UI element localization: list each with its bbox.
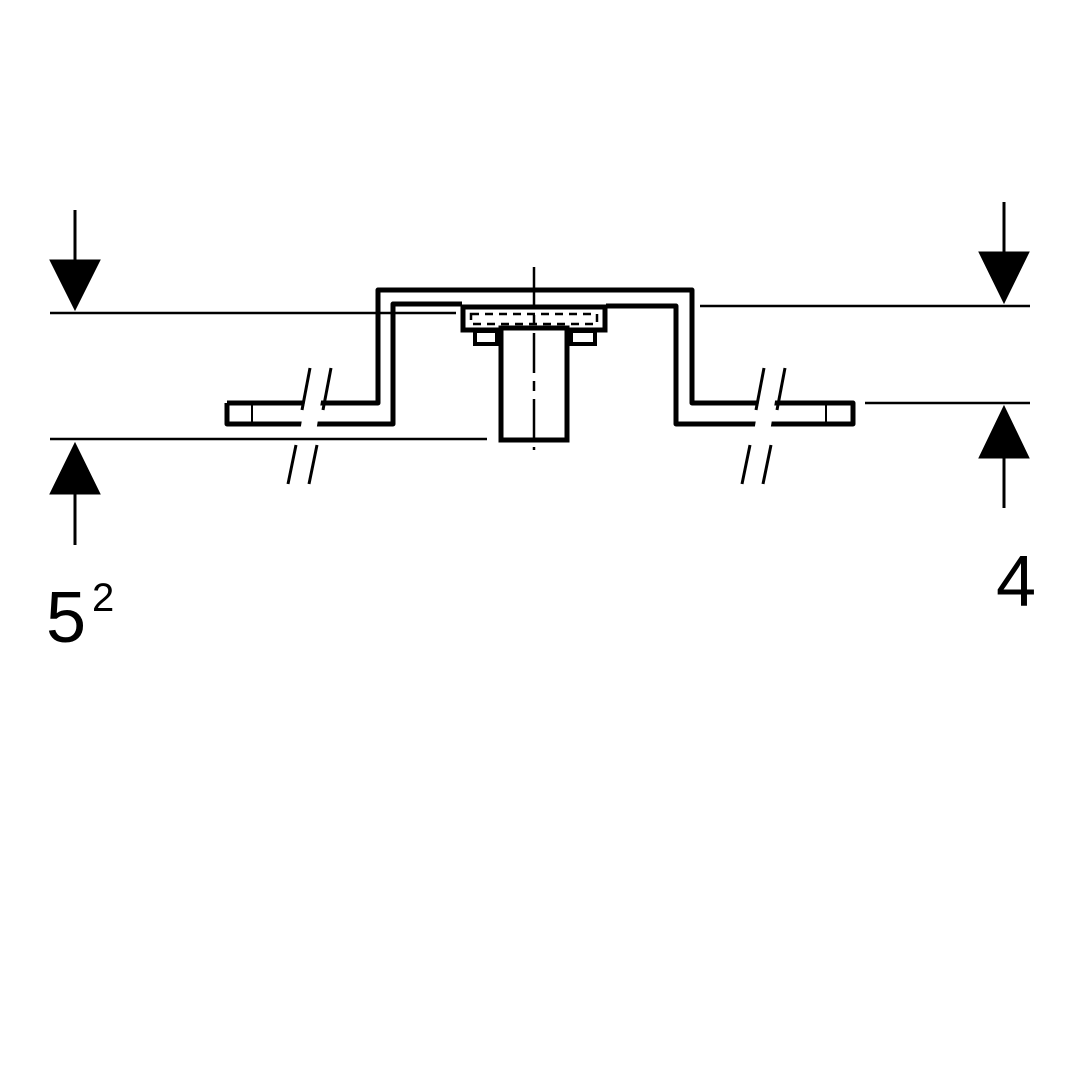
right-top-arrow-head	[978, 251, 1030, 305]
left-bottom-arrow-head	[49, 441, 101, 495]
left-dimension-superscript: 2	[92, 576, 115, 620]
right-break-slash	[775, 367, 787, 411]
drain-nut	[569, 329, 597, 346]
right-dimension-label: 4	[996, 542, 1037, 622]
left-dimension	[49, 210, 487, 545]
left-top-arrow-head	[49, 259, 101, 312]
right-dimension	[700, 202, 1030, 508]
break-marks	[286, 367, 787, 485]
drain-nut	[473, 329, 499, 346]
left-break-slash	[307, 444, 319, 485]
left-break-slash	[321, 367, 333, 411]
left-dimension-label: 5	[46, 578, 87, 658]
right-break-slash	[761, 444, 773, 485]
left-break-slash	[286, 444, 298, 485]
tray-inner-outline	[224, 301, 462, 427]
left-break-slash	[300, 367, 312, 411]
right-break-slash	[754, 367, 766, 411]
right-break-slash	[740, 444, 752, 485]
right-bottom-arrow-head	[978, 404, 1030, 459]
drain-assembly	[460, 267, 608, 450]
